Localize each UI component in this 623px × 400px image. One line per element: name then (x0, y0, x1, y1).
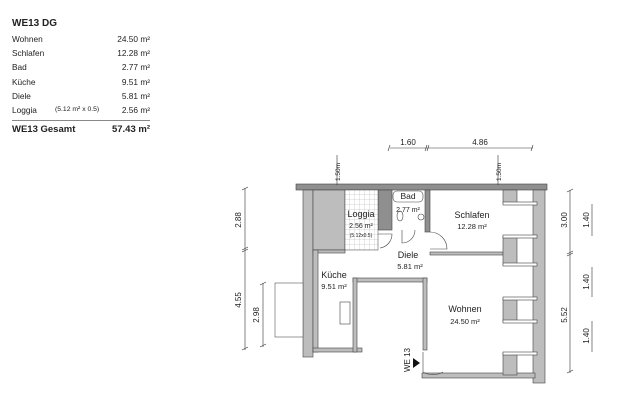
dim-right-1: 3.00 (560, 212, 569, 228)
loggia-note: (5.12x0.5) (350, 233, 373, 239)
diele-area: 5.81 m² (397, 262, 423, 271)
dim-left-2: 4.55 (234, 292, 243, 308)
diele-name: Diele (398, 250, 419, 260)
kueche-area: 9.51 m² (321, 282, 347, 291)
area-row-loggia: Loggia (5.12 m² x 0.5) 2.56 m² (12, 103, 150, 117)
dim-top-2: 4.86 (472, 138, 488, 147)
entrance-label: WE 13 (403, 347, 412, 372)
room-label: Diele (12, 90, 31, 101)
dim-window-2: 1.40 (582, 274, 591, 290)
area-row-wohnen: Wohnen 24.50 m² (12, 32, 150, 46)
room-area: 9.51 m² (121, 76, 150, 87)
room-area: 12.28 m² (117, 48, 150, 59)
wohnen-area: 24.50 m² (450, 317, 480, 326)
dim-right-2: 5.52 (560, 307, 569, 323)
total-label: WE13 Gesamt (12, 124, 76, 136)
room-label: Loggia (12, 104, 37, 115)
dim-setback-2: 1.50m (496, 163, 503, 181)
dimension-labels: 1.60 4.86 1.50m 1.50m 2.88 4.55 2.98 3.0… (234, 138, 591, 372)
dim-balcony: 2.98 (252, 307, 261, 323)
schlafen-area: 12.28 m² (457, 222, 487, 231)
dim-window-3: 1.40 (582, 328, 591, 344)
dim-top-1: 1.60 (400, 138, 416, 147)
wohnen-name: Wohnen (448, 304, 481, 314)
room-labels: Loggia 2.56 m² (5.12x0.5) Bad 2.77 m² Sc… (321, 191, 489, 326)
entrance-arrow-icon (413, 358, 420, 368)
walls (295, 183, 548, 384)
room-label: Küche (12, 76, 36, 87)
room-area: 5.81 m² (121, 90, 150, 101)
schlafen-name: Schlafen (454, 210, 489, 220)
doors (378, 229, 448, 375)
bad-area: 2.77 m² (396, 207, 420, 214)
dimension-lines (241, 144, 593, 374)
kueche-name: Küche (321, 270, 347, 280)
room-label: Wohnen (12, 34, 43, 44)
room-area: 2.77 m² (121, 62, 150, 73)
dim-window-1: 1.40 (582, 212, 591, 228)
room-area: 2.56 m² (121, 104, 150, 115)
dim-setback-1: 1.50m (335, 163, 342, 181)
bad-name: Bad (400, 191, 415, 201)
loggia-tiles (344, 189, 379, 251)
room-note: (5.12 m² x 0.5) (55, 105, 100, 113)
total-value: 57.43 m² (111, 124, 150, 136)
divider (12, 120, 150, 122)
fixtures (339, 190, 425, 325)
room-label: Bad (12, 62, 27, 73)
balcony (274, 282, 304, 338)
dim-left-1: 2.88 (234, 212, 243, 228)
area-row-schlafen: Schlafen 12.28 m² (12, 46, 150, 60)
loggia-name: Loggia (347, 209, 374, 219)
room-area: 24.50 m² (117, 34, 150, 44)
unit-title: WE13 DG (12, 18, 58, 29)
area-row-diele: Diele 5.81 m² (12, 89, 150, 103)
total-row: WE13 Gesamt 57.43 m² (12, 122, 150, 138)
loggia-area: 2.56 m² (349, 223, 373, 230)
area-row-bad: Bad 2.77 m² (12, 60, 150, 74)
area-row-kueche: Küche 9.51 m² (12, 75, 150, 89)
room-label: Schlafen (12, 48, 45, 59)
